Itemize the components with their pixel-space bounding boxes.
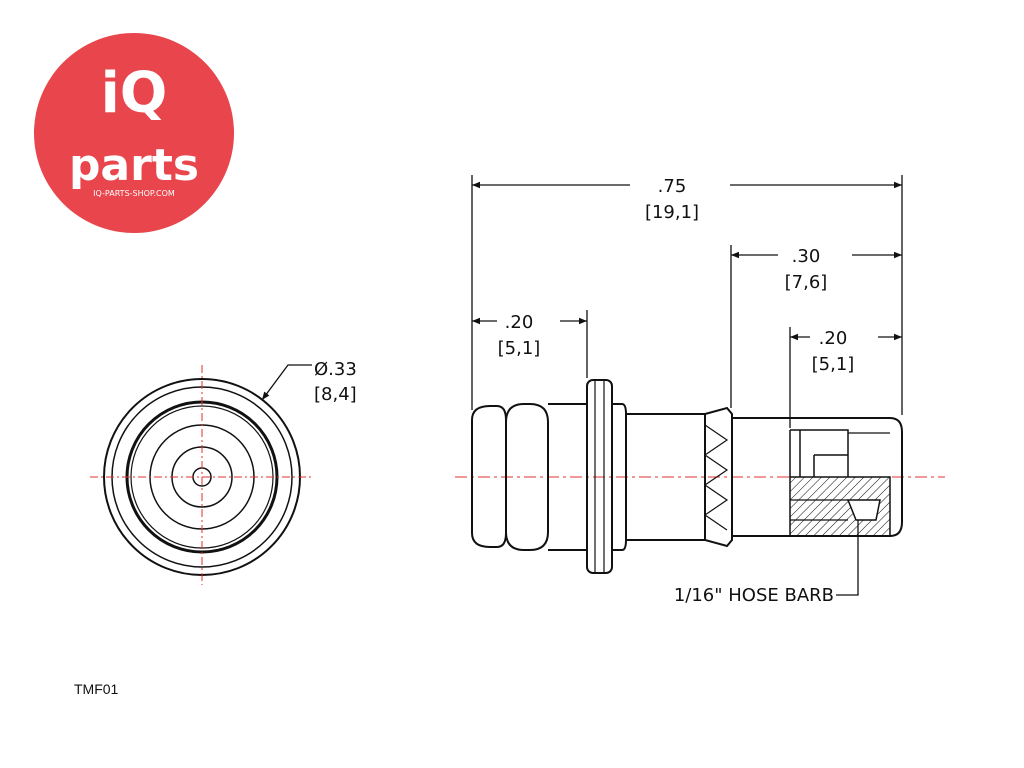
logo-brand-bottom: parts (69, 140, 199, 191)
diameter-mm-label: [8,4] (314, 384, 357, 405)
overall-inch-label: .75 (658, 176, 687, 197)
front-length-mm-label: [5,1] (498, 338, 541, 359)
diameter-inch-label: Ø.33 (314, 359, 357, 380)
barb-length-inch-label: .20 (819, 328, 848, 349)
side-view (455, 379, 945, 596)
logo-site-url: IQ-PARTS-SHOP.COM (93, 189, 175, 198)
logo-circle (34, 33, 234, 233)
front-view (90, 364, 314, 585)
barb-section-inch-label: .30 (792, 246, 821, 267)
hose-barb-leader (836, 520, 859, 596)
overall-mm-label: [19,1] (645, 202, 699, 223)
front-length-inch-label: .20 (505, 312, 534, 333)
barb-section-hatch (789, 476, 891, 537)
logo-brand-top: iQ (101, 61, 168, 126)
barb-section-mm-label: [7,6] (785, 272, 828, 293)
iq-parts-logo: iQ parts IQ-PARTS-SHOP.COM (34, 33, 234, 233)
barb-length-mm-label: [5,1] (812, 354, 855, 375)
diameter-leader (261, 364, 312, 401)
hose-barb-callout: 1/16" HOSE BARB (674, 585, 834, 606)
dimension-lines (471, 175, 903, 428)
part-code-label: TMF01 (74, 681, 119, 697)
